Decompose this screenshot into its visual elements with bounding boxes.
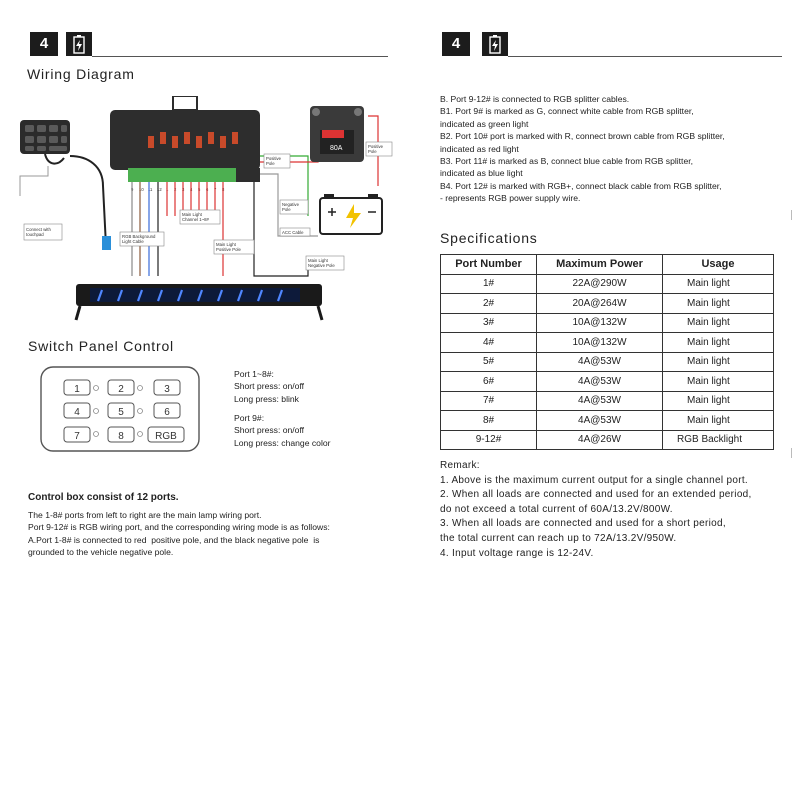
cell-power: 4A@53W	[536, 410, 663, 431]
cell-port: 2#	[440, 293, 537, 314]
cell-port: 1#	[440, 273, 537, 294]
cell-power: 4A@53W	[536, 390, 663, 411]
margin-mark	[791, 210, 792, 220]
table-header: Port Number	[440, 254, 537, 275]
key-label: 3	[164, 384, 170, 395]
switch-panel-diagram: 1 2 3 4 5 6 7 8 RGB	[40, 366, 200, 452]
key-label: 8	[118, 431, 124, 442]
wiring-diagram: 9 10 11 12 1 2 3 4 5 6 7 8 80A	[19, 96, 393, 321]
battery-icon	[66, 32, 92, 56]
cell-power: 10A@132W	[536, 332, 663, 353]
specifications-title: Specifications	[440, 230, 538, 246]
remarks: Remark: 1. Above is the maximum current …	[440, 460, 752, 559]
battery-icon	[319, 194, 383, 235]
cell-port: 8#	[440, 410, 537, 431]
cell-port: 4#	[440, 332, 537, 353]
circuit-breaker-icon	[310, 106, 364, 162]
cell-power: 20A@264W	[536, 293, 663, 314]
key-label: 6	[164, 407, 170, 418]
cell-power: 4A@53W	[536, 371, 663, 392]
battery-icon	[482, 32, 508, 56]
key-label: 5	[118, 407, 124, 418]
control-box-title: Control box consist of 12 ports.	[28, 492, 179, 503]
page-number-badge: 4	[30, 32, 58, 56]
cell-usage: Main light	[662, 273, 774, 294]
control-box-icon	[110, 96, 260, 182]
cell-power: 4A@53W	[536, 351, 663, 372]
cell-usage: Main light	[662, 351, 774, 372]
cell-usage: Main light	[662, 293, 774, 314]
key-label: 7	[74, 431, 80, 442]
header-rule	[92, 56, 388, 57]
control-box-description: The 1-8# ports from left to right are th…	[28, 510, 330, 558]
specifications-table: Port Number Maximum Power Usage 1#22A@29…	[440, 254, 774, 450]
wiring-diagram-title: Wiring Diagram	[27, 66, 135, 82]
cell-power: 4A@26W	[536, 429, 663, 450]
touchpad-icon	[20, 120, 70, 165]
cell-usage: Main light	[662, 410, 774, 431]
port-label: 12	[157, 187, 162, 192]
port-label: 11	[148, 187, 153, 192]
port-b-description: B. Port 9-12# is connected to RGB splitt…	[440, 94, 725, 204]
cell-power: 22A@290W	[536, 273, 663, 294]
cell-usage: Main light	[662, 390, 774, 411]
header-rule	[508, 56, 782, 57]
label-acc-cable: ACC Cable	[282, 230, 304, 235]
cell-usage: RGB Backlight	[662, 429, 774, 450]
cell-usage: Main light	[662, 371, 774, 392]
cell-power: 10A@132W	[536, 312, 663, 333]
key-label: RGB	[155, 431, 177, 442]
switch-panel-title: Switch Panel Control	[28, 338, 174, 354]
cell-port: 9-12#	[440, 429, 537, 450]
light-bar-icon	[74, 284, 324, 321]
cell-port: 3#	[440, 312, 537, 333]
port18-description: Port 1~8#: Short press: on/off Long pres…	[234, 369, 305, 404]
key-label: 4	[74, 407, 80, 418]
margin-mark	[791, 448, 792, 458]
table-header: Maximum Power	[536, 254, 663, 275]
page-number-badge: 4	[442, 32, 470, 56]
cell-usage: Main light	[662, 332, 774, 353]
fuse-rating: 80A	[330, 145, 343, 152]
port-label: 10	[139, 187, 144, 192]
cell-port: 7#	[440, 390, 537, 411]
port9-description: Port 9#: Short press: on/off Long press:…	[234, 413, 331, 448]
cell-usage: Main light	[662, 312, 774, 333]
cell-port: 6#	[440, 371, 537, 392]
cell-port: 5#	[440, 351, 537, 372]
key-label: 2	[118, 384, 124, 395]
key-label: 1	[74, 384, 80, 395]
table-header: Usage	[662, 254, 774, 275]
